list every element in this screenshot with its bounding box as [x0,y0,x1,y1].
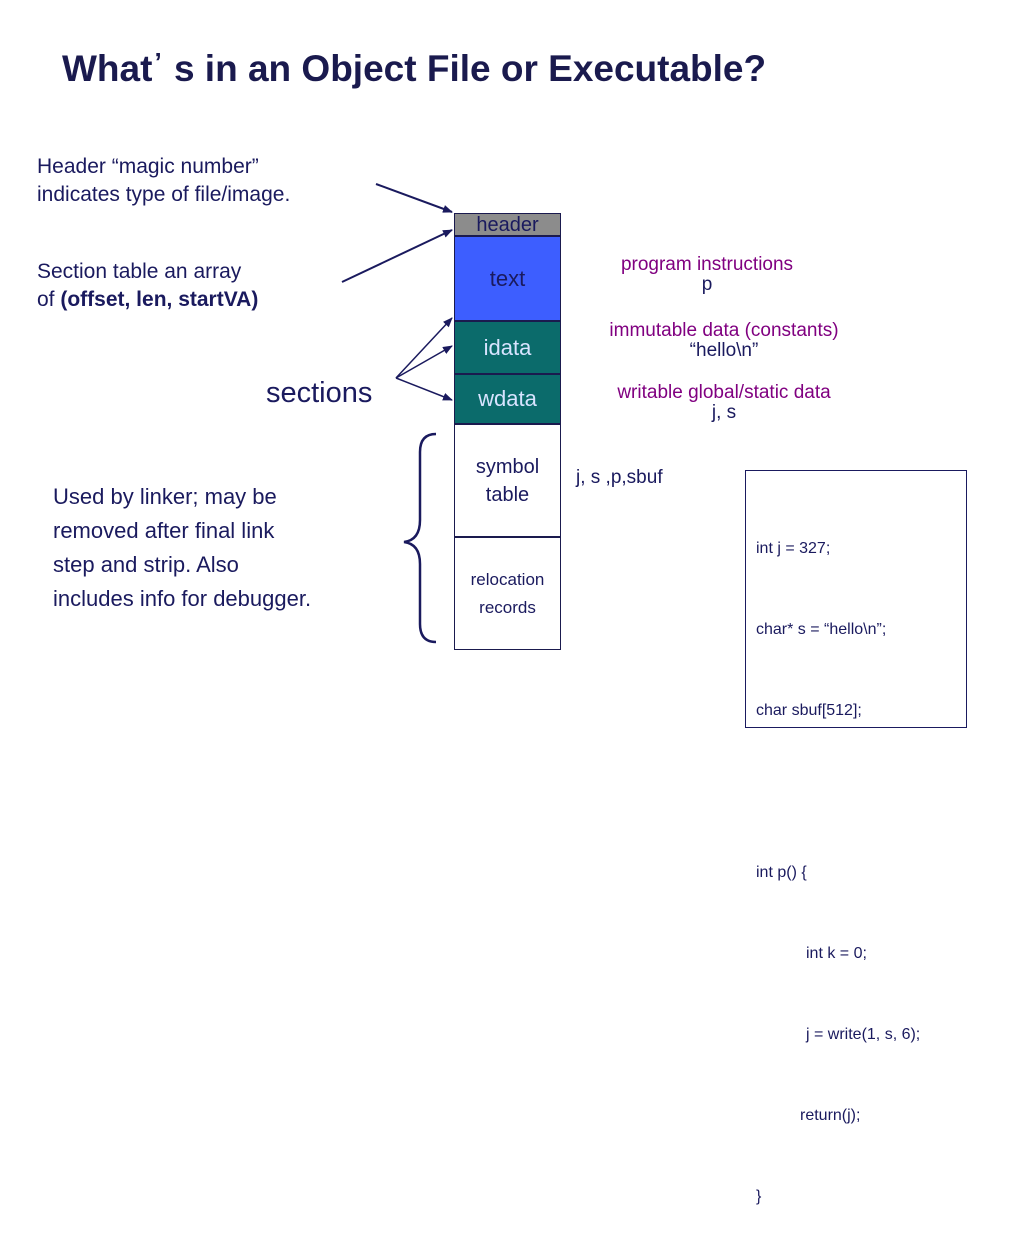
wdata-description-title: writable global/static data [617,382,831,403]
linker-note: Used by linker; may be removed after fin… [53,480,398,616]
symbol-table-line2: table [485,483,530,506]
code-line [756,778,966,805]
code-line: return(j); [800,1107,861,1124]
title-apostrophe: ’ [154,47,162,77]
code-line: char* s = “hello\n”; [756,621,887,638]
linker-note-line: Used by linker; may be [53,484,277,509]
header-note-line1: Header “magic number” [37,155,259,178]
header-note: Header “magic number” indicates type of … [37,153,397,209]
section-table-note: Section table an array of (offset, len, … [37,258,357,314]
sections-label: sections [266,377,373,409]
section-note-line1: Section table an array [37,260,242,283]
wdata-block: wdata [454,374,561,424]
relocation-records-label: relocation records [471,566,545,622]
idata-block: idata [454,321,561,374]
relocation-records-block: relocation records [454,537,561,650]
linker-note-line: removed after final link [53,518,275,543]
text-description-symbol: p [701,274,713,295]
title-post: s in an Object File or Executable? [163,48,767,89]
code-line: int p() { [756,864,807,881]
section-note-tuple: (offset, len, startVA) [60,288,259,311]
header-block-label: header [476,213,539,236]
symbol-table-contents: j, s ,p,sbuf [576,467,663,488]
text-block: text [454,236,561,321]
sections-arrow-text [395,317,453,379]
sections-arrow-wdata [395,377,453,401]
code-line: j = write(1, s, 6); [806,1026,921,1043]
connector-arrows [341,183,453,644]
code-line: } [756,1188,762,1205]
text-block-label: text [489,265,526,291]
relocation-line1: relocation [470,569,545,589]
linker-note-line: step and strip. Also [53,552,239,577]
text-description-title: program instructions [620,254,794,275]
relocation-line2: records [479,597,536,617]
linker-note-line: includes info for debugger. [53,586,312,611]
header-block: header [454,213,561,236]
code-line: char sbuf[512]; [756,702,862,719]
symbol-table-line1: symbol [475,455,540,478]
section-note-line2: of (offset, len, startVA) [37,286,357,314]
idata-description-title: immutable data (constants) [609,320,839,341]
idata-description-symbol: “hello\n” [689,340,759,361]
text-description: program instructions p [586,255,828,295]
section-note-of: of [37,288,61,311]
header-note-line2: indicates type of file/image. [37,183,291,206]
left-brace [403,432,437,644]
section-table-arrow [341,229,453,283]
idata-description: immutable data (constants) “hello\n” [568,321,880,361]
symbol-table-label: symbol table [476,453,539,509]
symbol-table-block: symbol table [454,424,561,537]
page-title: What’ s in an Object File or Executable? [62,47,982,90]
idata-block-label: idata [483,334,532,360]
wdata-description-symbols: j, s [711,402,737,423]
sections-arrow-idata [395,345,453,379]
wdata-description: writable global/static data j, s [578,383,870,423]
code-line: int k = 0; [806,945,867,962]
title-pre: What [62,48,153,89]
code-line: int j = 327; [756,540,831,557]
wdata-block-label: wdata [478,386,537,411]
header-arrow [375,183,453,213]
